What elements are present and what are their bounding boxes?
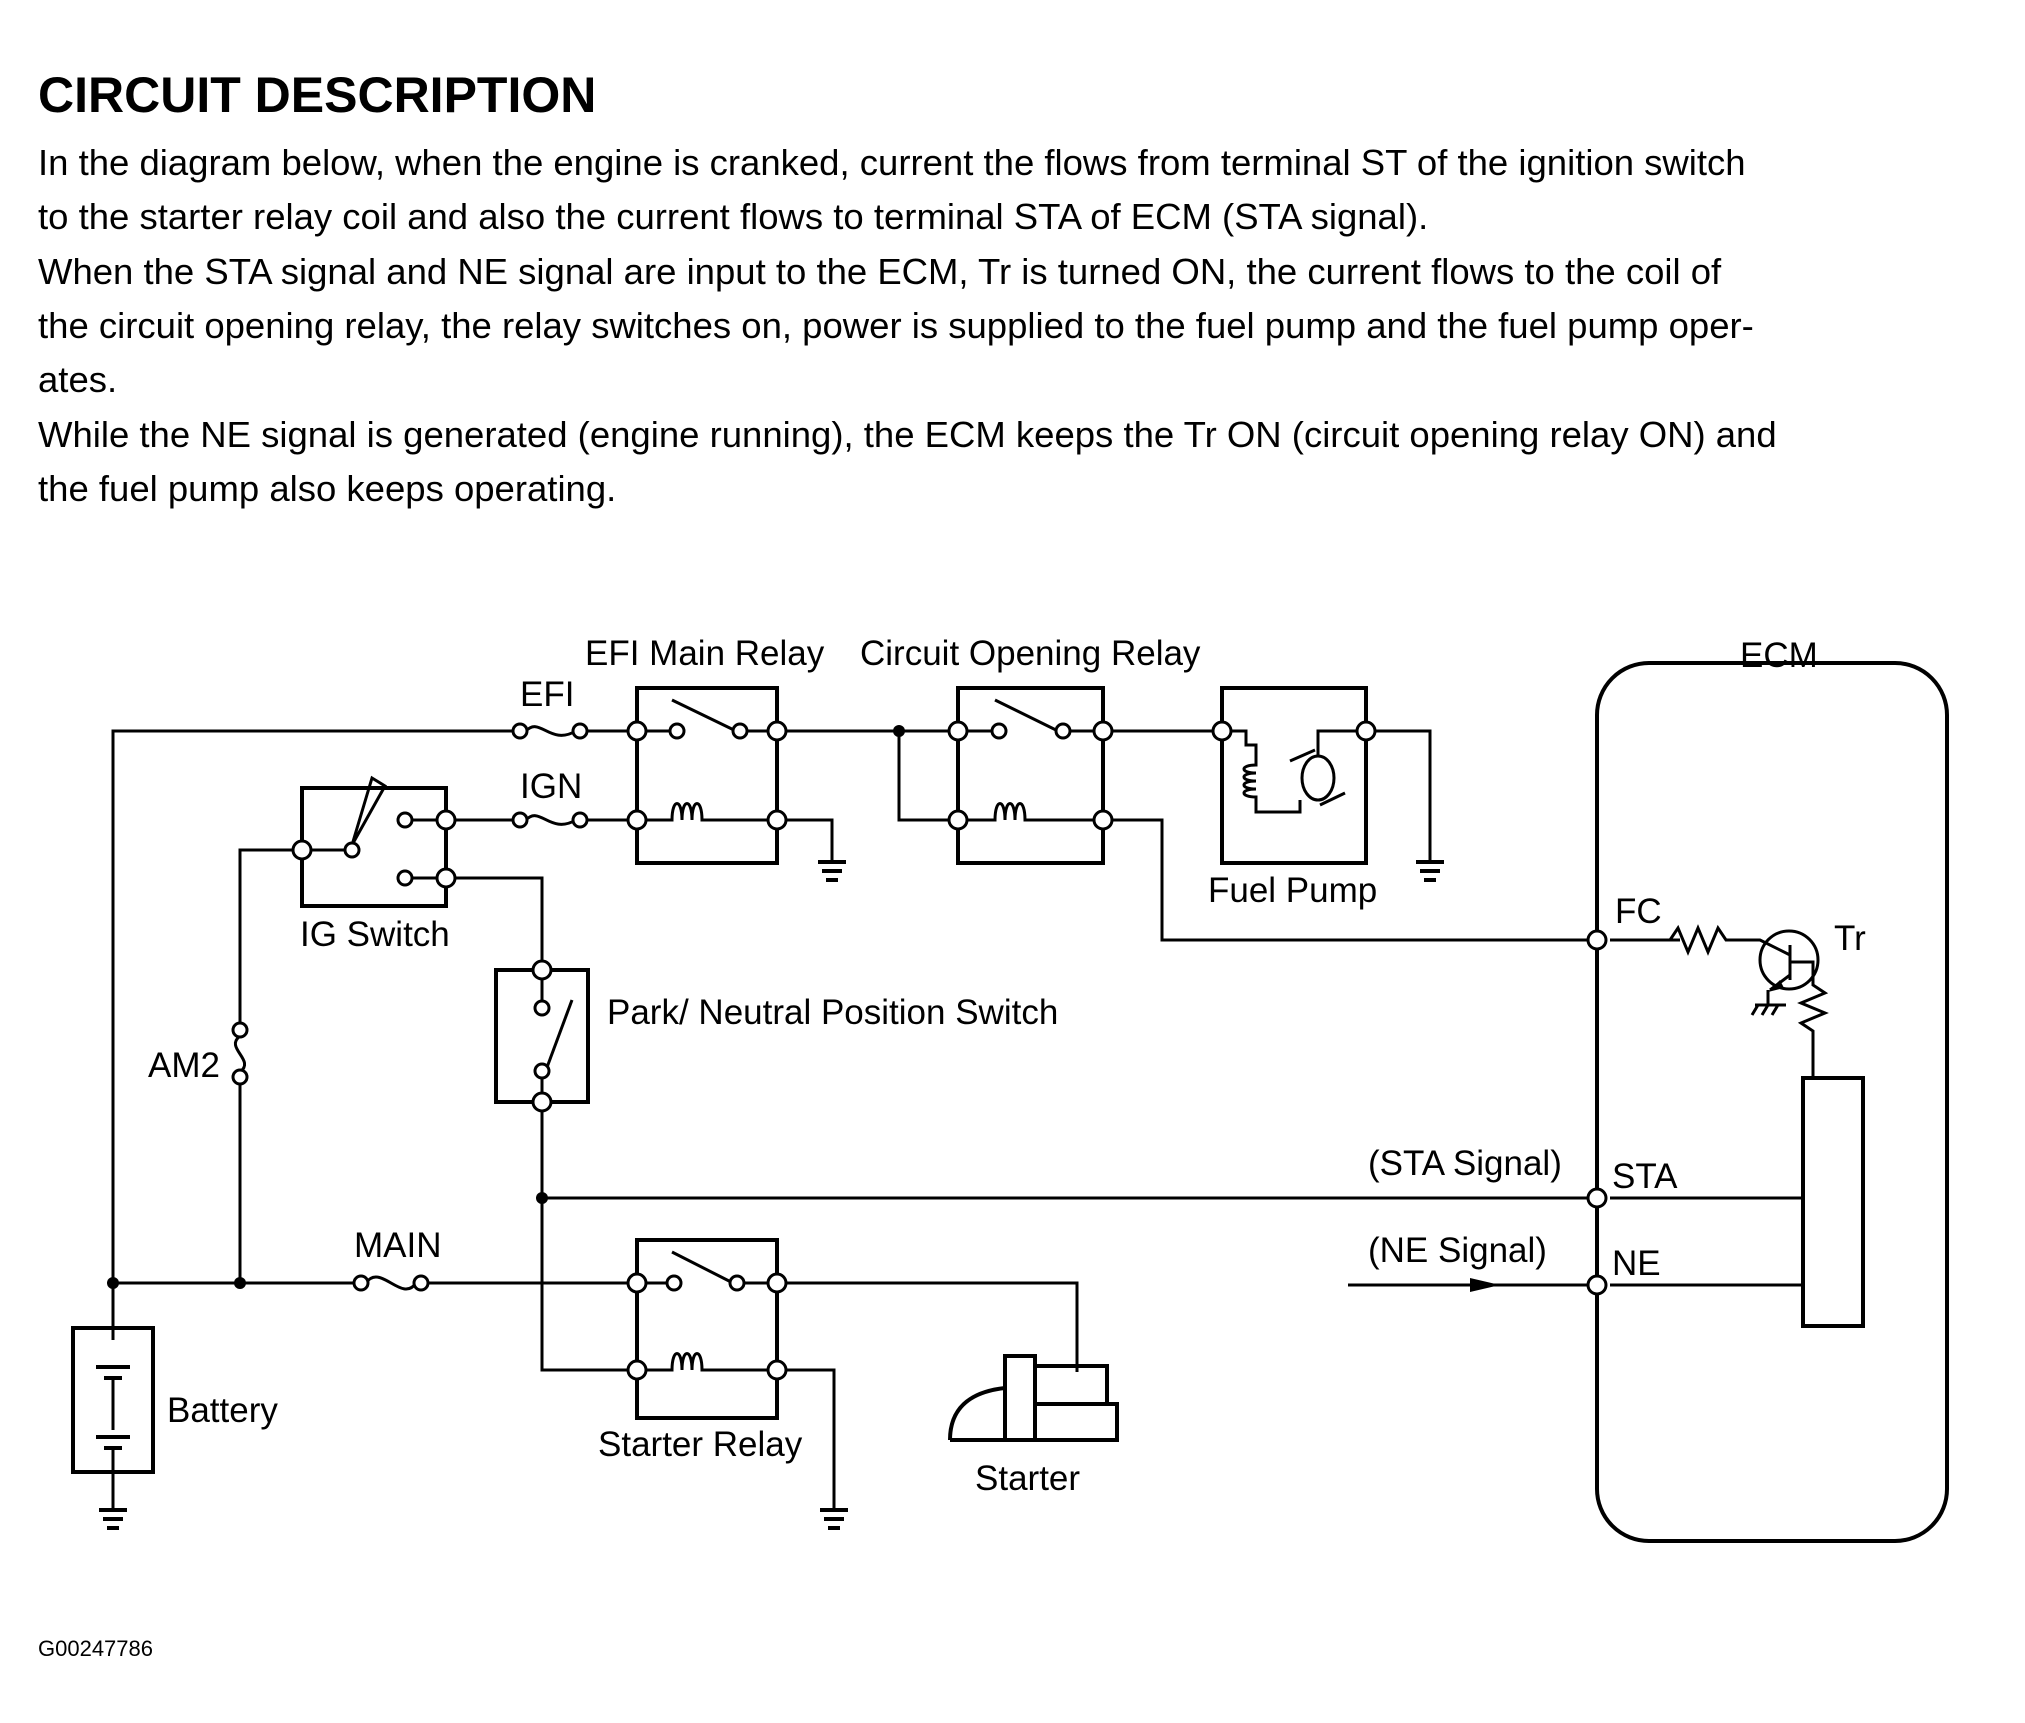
sta-terminal <box>1586 1187 1608 1209</box>
transistor-icon <box>1758 929 1820 991</box>
text-line: While the NE signal is generated (engine… <box>38 414 1777 455</box>
fuel-pump-icon <box>1211 686 1377 865</box>
label-ne-terminal: NE <box>1612 1244 1661 1283</box>
junction-dot <box>893 725 905 737</box>
starter-relay-icon <box>626 1238 788 1420</box>
label-sta-signal: (STA Signal) <box>1368 1144 1562 1183</box>
am2-fuse-icon <box>231 1021 249 1086</box>
label-transistor: Tr <box>1834 919 1866 958</box>
description-paragraph-2: When the STA signal and NE signal are in… <box>38 245 2008 407</box>
wires <box>111 729 1803 1510</box>
label-battery: Battery <box>167 1391 278 1430</box>
description-paragraph-3: While the NE signal is generated (engine… <box>38 408 2008 516</box>
chassis-ground-icon <box>1750 1003 1786 1016</box>
label-efi-main-relay: EFI Main Relay <box>585 634 825 673</box>
text-line: to the starter relay coil and also the c… <box>38 196 1429 237</box>
ign-fuse-icon <box>511 811 589 829</box>
label-ecm: ECM <box>1740 636 1818 675</box>
starter-motor-icon <box>948 1354 1119 1442</box>
junction-dot <box>234 1277 246 1289</box>
ig-switch-icon <box>291 775 457 908</box>
label-starter: Starter <box>975 1459 1080 1498</box>
label-sta-terminal: STA <box>1612 1157 1678 1196</box>
label-ig-switch: IG Switch <box>300 915 450 954</box>
ground-icon <box>818 860 846 882</box>
ground-icon <box>1416 860 1444 882</box>
junction-dot <box>536 1192 548 1204</box>
junction-dot <box>107 1277 119 1289</box>
page-title: CIRCUIT DESCRIPTION <box>38 67 597 123</box>
label-starter-relay: Starter Relay <box>598 1425 803 1464</box>
text-line: the fuel pump also keeps operating. <box>38 468 617 509</box>
ne-signal-arrow-icon <box>1470 1278 1500 1292</box>
text-line: In the diagram below, when the engine is… <box>38 142 1746 183</box>
label-ign-fuse: IGN <box>520 767 582 806</box>
label-fuel-pump: Fuel Pump <box>1208 871 1377 910</box>
park-neutral-switch-icon <box>494 959 590 1113</box>
resistor-icon <box>1660 924 1755 956</box>
ne-terminal <box>1586 1274 1608 1296</box>
ecm-icon <box>1586 661 1949 1543</box>
main-fuse-icon <box>352 1274 430 1292</box>
fc-terminal <box>1586 929 1608 951</box>
ground-icon <box>820 1508 848 1530</box>
description-paragraph-1: In the diagram below, when the engine is… <box>38 136 2008 244</box>
label-circuit-opening-relay: Circuit Opening Relay <box>860 634 1201 673</box>
label-park-neutral-switch: Park/ Neutral Position Switch <box>607 993 1058 1032</box>
label-am2-fuse: AM2 <box>148 1046 220 1085</box>
text-line: When the STA signal and NE signal are in… <box>38 251 1722 292</box>
figure-code: G00247786 <box>38 1636 153 1661</box>
battery-icon <box>71 1326 155 1474</box>
efi-fuse-icon <box>511 722 589 740</box>
text-line: the circuit opening relay, the relay swi… <box>38 305 1754 346</box>
text-line: ates. <box>38 359 118 400</box>
label-ne-signal: (NE Signal) <box>1368 1231 1547 1270</box>
efi-main-relay-icon <box>626 686 788 865</box>
resistor-icon <box>1797 977 1829 1078</box>
circuit-opening-relay-icon <box>947 686 1114 865</box>
label-efi-fuse: EFI <box>520 675 574 714</box>
circuit-diagram: EFI Main Relay Circuit Opening Relay ECM… <box>71 634 1949 1543</box>
label-main-fuse: MAIN <box>354 1226 442 1265</box>
ground-icon <box>99 1508 127 1530</box>
label-fc-terminal: FC <box>1615 892 1662 931</box>
ecm-logic-block <box>1801 1076 1865 1328</box>
